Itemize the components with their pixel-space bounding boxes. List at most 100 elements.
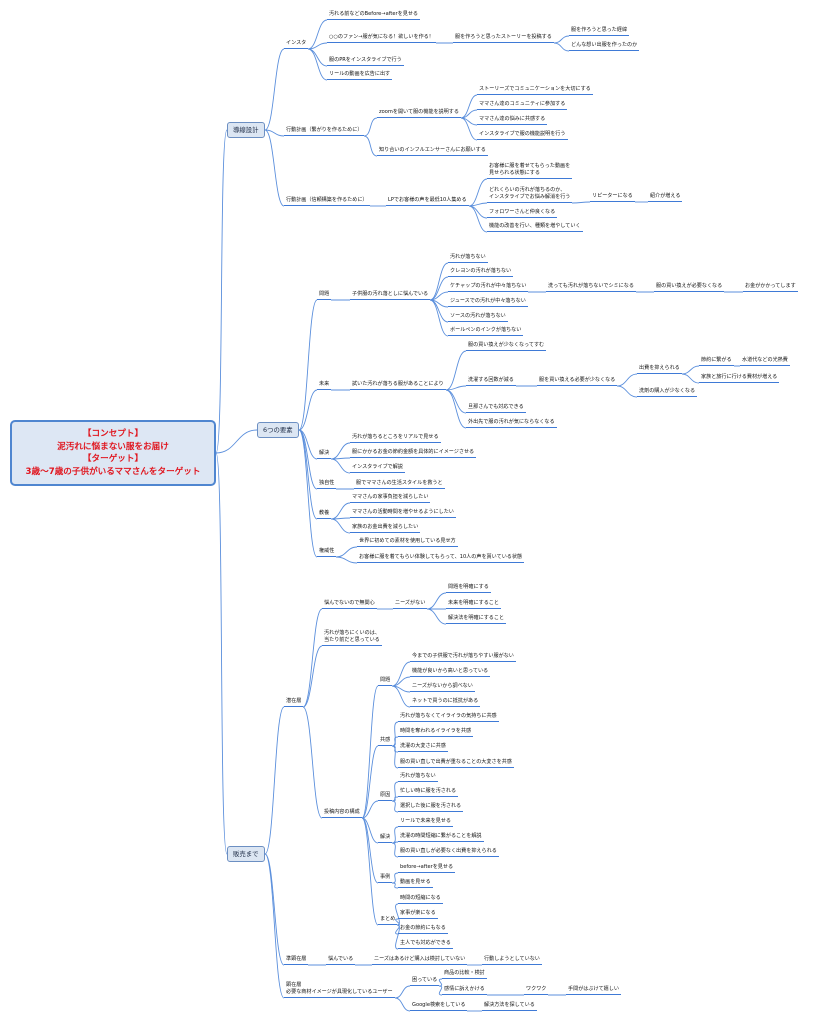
topic-q6a[interactable]: 時間の短縮になる xyxy=(398,895,443,904)
topic-sen[interactable]: 潜在層 xyxy=(284,698,304,707)
topic-mon3c[interactable]: お金がかかってします xyxy=(743,283,798,292)
topic-q3b[interactable]: 忙しい時に服を汚される xyxy=(398,788,459,797)
topic-mir2b1[interactable]: 節約に繋がる xyxy=(699,357,734,366)
topic-kp1a2[interactable]: ママさん達のコミュニティに参加する xyxy=(477,101,568,110)
topic-n2[interactable]: ○○のファン→服が気になる！欲しいを作る！ xyxy=(327,34,436,43)
topic-n4[interactable]: リールの動画を広告に出す xyxy=(327,71,393,80)
topic-q4c[interactable]: 服の買い直しが必要なく出費を抑えられる xyxy=(398,848,499,857)
topic-q1a[interactable]: 今までの子供服で汚れが落ちやすい服がない xyxy=(410,653,516,662)
topic-mon6[interactable]: ボールペンのインクが落ちない xyxy=(448,327,524,336)
topic-q3a[interactable]: 汚れが落ちない xyxy=(398,773,438,782)
topic-mon3b[interactable]: 服の買い換えが必要なくなる xyxy=(654,283,725,292)
root-concept-node[interactable]: 【コンセプト】 泥汚れに悩まない服をお届け 【ターゲット】 3歳〜7歳の子供がい… xyxy=(10,420,216,486)
topic-mir2c[interactable]: 洗剤の購入が少なくなる xyxy=(637,388,698,397)
topic-b3[interactable]: 販売まで xyxy=(227,846,265,862)
topic-ken1[interactable]: 世界に初めての素材を使用している見せ方 xyxy=(357,538,458,547)
topic-kp1a[interactable]: zoomを開いて服の機能を説明する xyxy=(377,109,461,118)
topic-sen1a[interactable]: ニーズがない xyxy=(393,600,428,609)
topic-tok[interactable]: 投稿内容の構成 xyxy=(322,809,362,818)
topic-jun[interactable]: 準顕在層 xyxy=(284,956,309,965)
topic-q5b[interactable]: 動画を見せる xyxy=(398,879,433,888)
topic-sen1a3[interactable]: 解決法を明確にすること xyxy=(446,615,507,624)
topic-mon1[interactable]: 汚れが落ちない xyxy=(448,254,488,263)
topic-q6[interactable]: まとめ xyxy=(378,916,398,925)
topic-kp2a[interactable]: LPでお客様の声を最低10人集める xyxy=(386,197,469,206)
topic-kai2[interactable]: 服にかかるお金の節約金額を具体的にイメージさせる xyxy=(350,449,477,458)
topic-q1c[interactable]: ニーズがないから調べない xyxy=(410,683,475,692)
topic-q5[interactable]: 事例 xyxy=(378,874,393,883)
topic-kp1b[interactable]: 知り合いのインフルエンサーさんにお願いする xyxy=(377,147,488,156)
topic-q1b[interactable]: 機能が良いから高いと思っている xyxy=(410,668,491,677)
topic-q4a[interactable]: リールで未来を見せる xyxy=(398,818,453,827)
topic-ken[interactable]: 権威性 xyxy=(317,548,337,557)
topic-kp2a1[interactable]: お客様に服を着せてもらった動画を 見せられる状態にする xyxy=(487,163,573,179)
topic-kz1a[interactable]: 商品の比較・検討 xyxy=(442,970,487,979)
topic-mon[interactable]: 問題 xyxy=(317,291,332,300)
topic-q2d[interactable]: 服の買い直しで出費が重なることの大変さを共感 xyxy=(398,759,514,768)
topic-q1d[interactable]: ネットで買うのに抵抗がある xyxy=(410,698,481,707)
topic-q4[interactable]: 解決 xyxy=(378,834,393,843)
topic-sen2[interactable]: 汚れが落ちにくいのは、 当たり前だと思っている xyxy=(322,630,382,646)
topic-b2[interactable]: 6つの要素 xyxy=(257,422,299,438)
topic-kz1b2[interactable]: 手間がはぶけて嬉しい xyxy=(566,986,621,995)
topic-kp2a2[interactable]: どれくらいの汚れが落ちるのか、 インスタライブでお悩み解消を行う xyxy=(487,187,573,203)
topic-mok[interactable]: 教養 xyxy=(317,510,332,519)
topic-mir[interactable]: 未来 xyxy=(317,381,332,390)
topic-jun1[interactable]: 悩んでいる xyxy=(326,956,356,965)
topic-n2a1[interactable]: 服を作ろうと思った経緯 xyxy=(569,27,630,36)
topic-kp2a4[interactable]: 機能の改善を行い、種類を増やしていく xyxy=(487,223,583,232)
topic-kz1b1[interactable]: ワクワク xyxy=(524,986,549,995)
topic-b1[interactable]: 導線設計 xyxy=(227,122,265,138)
topic-q2a[interactable]: 汚れが落ちなくてイライラの気持ちに共感 xyxy=(398,713,499,722)
topic-mon5[interactable]: ソースの汚れが落ちない xyxy=(448,313,508,322)
topic-kz1[interactable]: 困っている xyxy=(410,977,440,986)
topic-q3[interactable]: 原因 xyxy=(378,792,393,801)
topic-mira[interactable]: 試いた汚れが落ちる服があることにより xyxy=(350,381,446,390)
topic-kai1[interactable]: 汚れが落ちるところをリアルで見せる xyxy=(350,434,441,443)
topic-kp1a4[interactable]: インスタライブで服の機能説明を行う xyxy=(477,131,568,140)
topic-mir1[interactable]: 服の買い換えが少なくなってすむ xyxy=(466,342,547,351)
topic-sen1[interactable]: 悩んでないので無関心 xyxy=(322,600,377,609)
topic-sen1a1[interactable]: 問題を明確にする xyxy=(446,584,491,593)
topic-mon2[interactable]: クレヨンの汚れが落ちない xyxy=(448,268,514,277)
topic-mir2b1a[interactable]: 水道代などの光熱費 xyxy=(740,357,790,366)
topic-q6b[interactable]: 家事が楽になる xyxy=(398,910,438,919)
topic-doku1[interactable]: 服でママさんの生活スタイルを救うと xyxy=(354,480,445,489)
topic-mona[interactable]: 子供服の汚れ落としに悩んでいる xyxy=(350,291,431,300)
topic-kp2[interactable]: 行動計画（信頼構築を作るために） xyxy=(284,197,370,206)
topic-mir2b2[interactable]: 家族と旅行に行ける費材が増える xyxy=(699,374,780,383)
topic-mir3[interactable]: 旦那さんでも対応できる xyxy=(466,404,526,413)
topic-kp2a3[interactable]: フォロワーさんと仲良くなる xyxy=(487,209,558,218)
topic-n3[interactable]: 服のPRをインスタライブで行う xyxy=(327,57,404,66)
topic-kai[interactable]: 解決 xyxy=(317,450,332,459)
topic-mir4[interactable]: 外出先で服の汚れが気にならなくなる xyxy=(466,419,557,428)
topic-n2a[interactable]: 服を作ろうと思ったストーリーを投稿する xyxy=(453,34,554,43)
topic-kz2a[interactable]: 解決方法を探している xyxy=(482,1002,537,1011)
topic-q6c[interactable]: お金の節約にもなる xyxy=(398,925,448,934)
topic-q6d[interactable]: 主人でも対応ができる xyxy=(398,940,453,949)
topic-mir2a[interactable]: 服を買い換える必要が少なくなる xyxy=(537,377,618,386)
topic-jun1a[interactable]: ニーズはあるけど購入は検討していない xyxy=(372,956,468,965)
topic-jun1b[interactable]: 行動しようとしていない xyxy=(482,956,542,965)
topic-mon3[interactable]: ケチャップの汚れが中々落ちない xyxy=(448,283,529,292)
topic-n1[interactable]: 汚れる前などのBefore→afterを見せる xyxy=(327,11,421,20)
topic-q5a[interactable]: before→afterを見せる xyxy=(398,864,456,873)
topic-q1[interactable]: 問題 xyxy=(378,677,393,686)
topic-kp2a2r[interactable]: リピーターになる xyxy=(590,193,635,202)
topic-q4b[interactable]: 洗濯の時間短縮に繋がることを解説 xyxy=(398,833,484,842)
topic-kz2[interactable]: Google検索をしている xyxy=(410,1002,468,1011)
topic-mok3[interactable]: 家族のお金出費を減らしたい xyxy=(350,524,421,533)
topic-kz1b[interactable]: 感情に訴えかける xyxy=(442,986,487,995)
topic-q2[interactable]: 共感 xyxy=(378,737,393,746)
topic-ken2z[interactable]: 顕在層 必要な商材イメージが具現化しているユーザー xyxy=(284,982,395,998)
topic-mon3a[interactable]: 洗っても汚れが落ちないでシミになる xyxy=(546,283,636,292)
topic-n2a2[interactable]: どんな想い出服を作ったのか xyxy=(569,42,640,51)
topic-mok1[interactable]: ママさんの家事負担を減らしたい xyxy=(350,494,431,503)
topic-insta[interactable]: インスタ xyxy=(284,40,309,49)
topic-q3c[interactable]: 選択した後に服を汚される xyxy=(398,803,464,812)
topic-mir2b[interactable]: 出費を抑えられる xyxy=(637,365,682,374)
topic-q2c[interactable]: 洗濯の大変さに共感 xyxy=(398,743,448,752)
topic-kai3[interactable]: インスタライブで解説 xyxy=(350,464,405,473)
topic-kp1a1[interactable]: ストーリーズでコミュニケーションを大切にする xyxy=(477,86,593,95)
topic-ken2[interactable]: お客様に服を着てもらい体験してもらって、10人の声を貰いている状態 xyxy=(357,554,525,563)
